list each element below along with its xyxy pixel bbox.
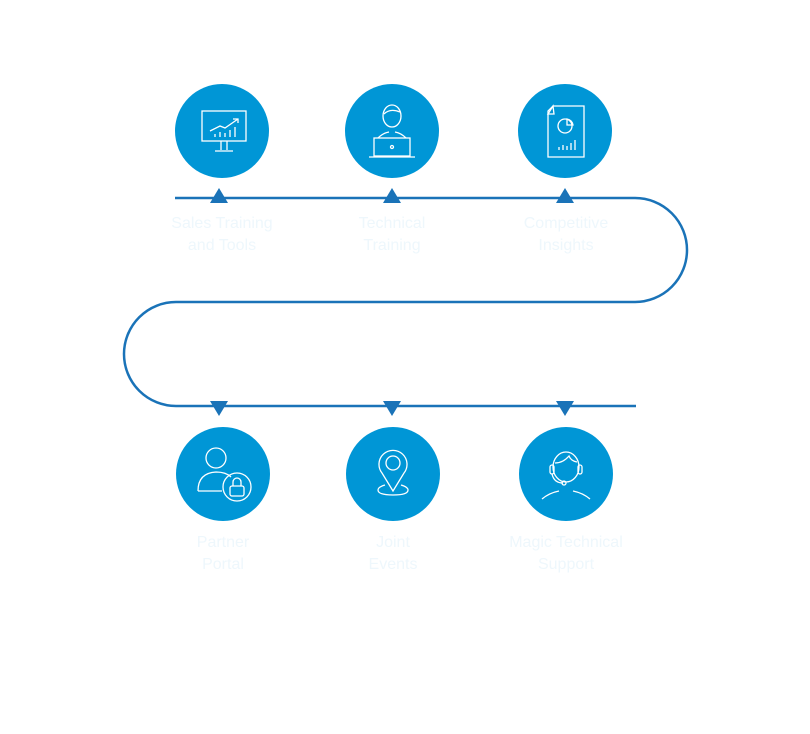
- monitor-chart-icon: [175, 84, 269, 178]
- arrow-down-3: [556, 401, 574, 416]
- map-pin-icon: [346, 427, 440, 521]
- arrow-up-1: [210, 188, 228, 203]
- arrow-down-1: [210, 401, 228, 416]
- document-pie-chart-icon: [518, 84, 612, 178]
- person-laptop-icon: [345, 84, 439, 178]
- headset-support-icon: [519, 427, 613, 521]
- path-line: [122, 196, 689, 408]
- user-lock-icon: [176, 427, 270, 521]
- arrow-down-2: [383, 401, 401, 416]
- arrow-up-2: [383, 188, 401, 203]
- arrow-up-3: [556, 188, 574, 203]
